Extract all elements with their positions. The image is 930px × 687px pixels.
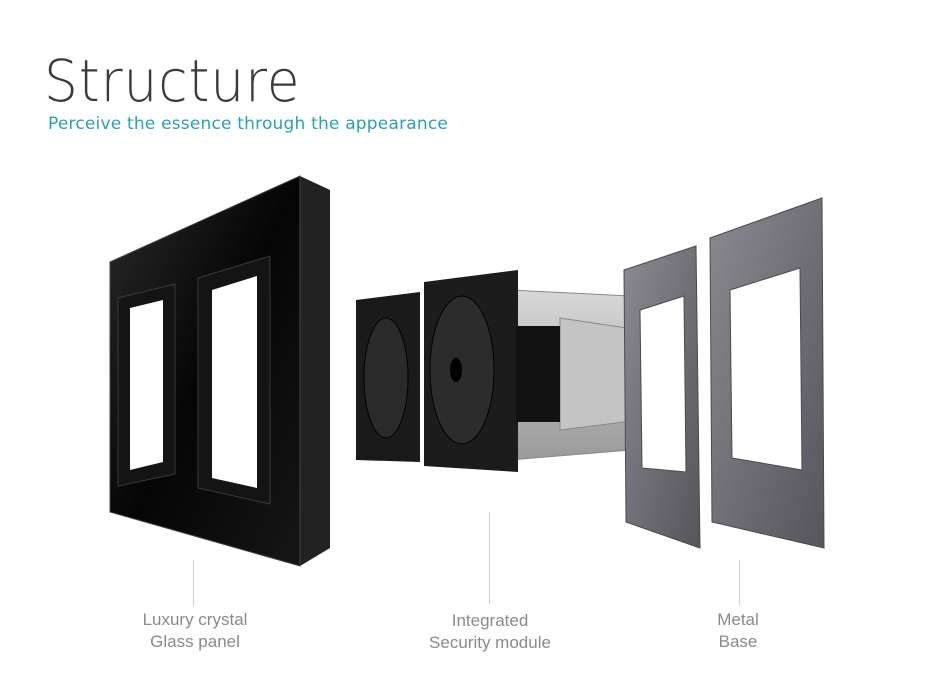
page-title: Structure	[44, 47, 301, 115]
metal-base-label-line2: Base	[718, 632, 758, 651]
security-module-label-line2: Security module	[429, 633, 551, 652]
glass-panel-label-line2: Glass panel	[150, 632, 240, 651]
glass-panel-label-line1: Luxury crystal	[142, 610, 248, 629]
security-module-label: Integrated Security module	[380, 610, 600, 654]
metal-base-front	[623, 245, 701, 549]
metal-base-label: Metal Base	[628, 609, 848, 653]
glass-panel-label: Luxury crystal Glass panel	[85, 609, 305, 653]
security-module-label-line1: Integrated	[451, 611, 529, 630]
module-pointer	[489, 512, 490, 604]
page-subtitle: Perceive the essence through the appeara…	[48, 114, 449, 134]
base-pointer	[739, 560, 740, 606]
glass-panel-pointer	[193, 560, 194, 606]
metal-base-rear	[709, 197, 825, 549]
security-module	[356, 270, 641, 472]
metal-base-label-line1: Metal	[717, 610, 759, 629]
glass-panel	[109, 175, 330, 567]
